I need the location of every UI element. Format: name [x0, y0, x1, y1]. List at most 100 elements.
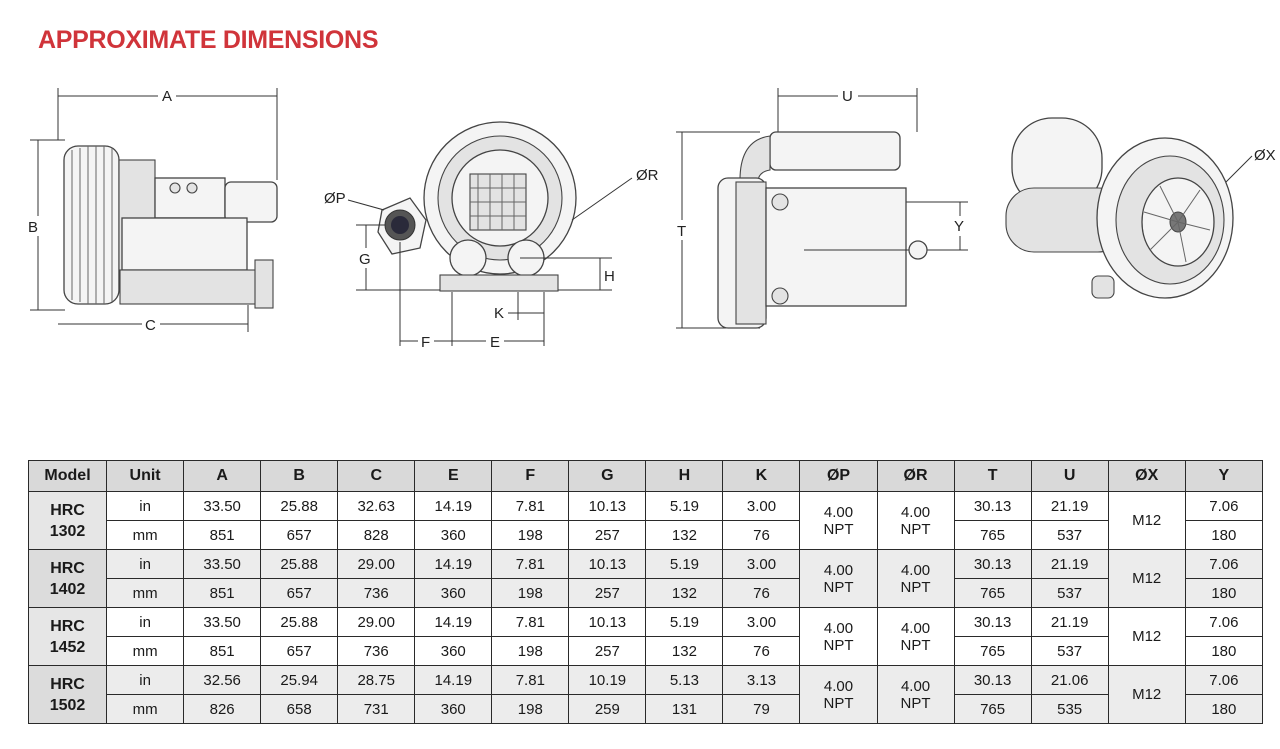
column-header: Unit — [106, 460, 185, 492]
port-r-size: 4.00 — [900, 619, 931, 637]
table-cell: 14.19 — [414, 607, 493, 637]
table-cell: 3.00 — [722, 607, 801, 637]
dimension-drawings: A B C — [26, 86, 1276, 351]
table-cell: 79 — [722, 694, 801, 724]
table-cell: 180 — [1184, 636, 1264, 666]
port-p-thread: NPT — [823, 694, 854, 712]
dimension-label-e: E — [490, 334, 500, 351]
model-prefix: HRC — [50, 617, 85, 635]
table-cell: 360 — [414, 578, 493, 608]
port-r-thread: NPT — [900, 578, 931, 596]
port-p-size: 4.00 — [823, 677, 854, 695]
table-cell: 7.81 — [491, 491, 570, 521]
dimension-label-f: F — [421, 334, 430, 351]
table-cell: 5.19 — [645, 607, 724, 637]
unit-cell: mm — [106, 694, 185, 724]
port-p-size: 4.00 — [823, 561, 854, 579]
port-r-size: 4.00 — [900, 561, 931, 579]
table-cell: 25.88 — [260, 491, 339, 521]
port-p-size: 4.00 — [823, 619, 854, 637]
table-cell: 851 — [183, 636, 262, 666]
table-cell: 537 — [1030, 520, 1109, 550]
table-cell: 25.94 — [260, 665, 339, 695]
table-cell: 535 — [1030, 694, 1109, 724]
column-header: Model — [27, 460, 108, 492]
table-cell: 765 — [953, 578, 1032, 608]
table-cell: 657 — [260, 520, 339, 550]
table-cell: 657 — [260, 578, 339, 608]
model-cell: HRC 1502 — [27, 665, 108, 724]
table-cell: 21.19 — [1030, 549, 1109, 579]
model-prefix: HRC — [50, 559, 85, 577]
table-cell: 537 — [1030, 636, 1109, 666]
table-header-row: Model Unit A B C E F G H K ØP ØR T U ØX … — [27, 460, 1264, 492]
table-cell: 33.50 — [183, 491, 262, 521]
table-cell: 14.19 — [414, 665, 493, 695]
table-cell: 7.81 — [491, 549, 570, 579]
port-r-thread: NPT — [900, 694, 931, 712]
column-header: C — [337, 460, 416, 492]
column-header: ØX — [1107, 460, 1186, 492]
table-cell: 21.06 — [1030, 665, 1109, 695]
table-cell: 7.06 — [1184, 607, 1264, 637]
table-cell: 132 — [645, 636, 724, 666]
table-cell: 180 — [1184, 578, 1264, 608]
unit-cell: in — [106, 549, 185, 579]
x-cell: M12 — [1107, 549, 1186, 608]
table-cell: 765 — [953, 694, 1032, 724]
column-header: U — [1030, 460, 1109, 492]
dimension-label-b: B — [28, 219, 38, 236]
column-header: H — [645, 460, 724, 492]
dimension-label-y: Y — [954, 218, 964, 235]
dimension-label-t: T — [677, 223, 686, 240]
table-cell: 657 — [260, 636, 339, 666]
column-header: K — [722, 460, 801, 492]
model-number: 1452 — [49, 638, 86, 656]
dimension-label-a: A — [162, 88, 172, 105]
table-cell: 10.19 — [568, 665, 647, 695]
table-cell: 765 — [953, 636, 1032, 666]
column-header: B — [260, 460, 339, 492]
table-row: mm 826 658 731 360 198 259 131 79 765 53… — [29, 694, 1264, 724]
table-row: mm 851 657 828 360 198 257 132 76 765 53… — [29, 520, 1264, 550]
table-cell: 826 — [183, 694, 262, 724]
table-cell: 10.13 — [568, 607, 647, 637]
table-cell: 21.19 — [1030, 607, 1109, 637]
unit-cell: in — [106, 607, 185, 637]
dimension-label-x: ØX — [1254, 147, 1276, 164]
end-view-drawing: U T Y — [674, 86, 968, 329]
port-p-thread: NPT — [823, 636, 854, 654]
table-row: mm 851 657 736 360 198 257 132 76 765 53… — [29, 636, 1264, 666]
port-r-size: 4.00 — [900, 677, 931, 695]
table-cell: 33.50 — [183, 549, 262, 579]
port-r-thread: NPT — [900, 520, 931, 538]
table-cell: 5.19 — [645, 549, 724, 579]
table-cell: 198 — [491, 520, 570, 550]
page-title: APPROXIMATE DIMENSIONS — [38, 26, 379, 54]
model-number: 1502 — [49, 696, 86, 714]
table-cell: 29.00 — [337, 549, 416, 579]
port-p-thread: NPT — [823, 578, 854, 596]
column-header: A — [183, 460, 262, 492]
model-prefix: HRC — [50, 675, 85, 693]
table-cell: 76 — [722, 636, 801, 666]
x-cell: M12 — [1107, 491, 1186, 550]
column-header: ØR — [876, 460, 955, 492]
column-header: T — [953, 460, 1032, 492]
table-cell: 10.13 — [568, 549, 647, 579]
table-cell: 851 — [183, 520, 262, 550]
dimension-label-p: ØP — [324, 190, 346, 207]
column-header: E — [414, 460, 493, 492]
dimension-label-c: C — [145, 317, 156, 334]
table-cell: 360 — [414, 636, 493, 666]
model-number: 1402 — [49, 580, 86, 598]
table-cell: 132 — [645, 520, 724, 550]
